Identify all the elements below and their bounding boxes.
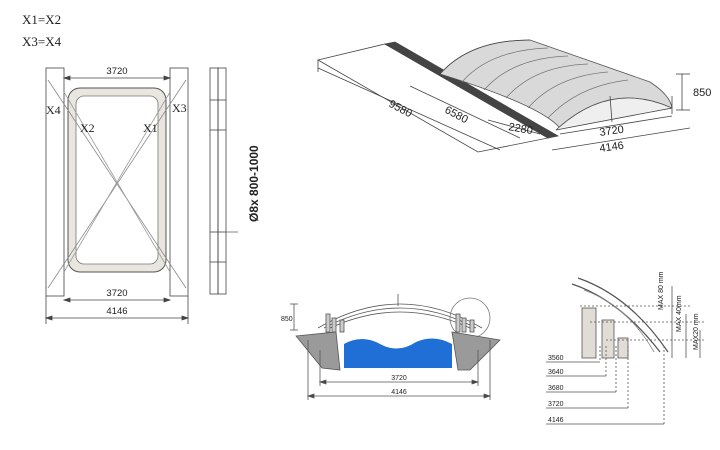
- cross-section: [290, 294, 501, 400]
- detail-rail-3: [617, 337, 629, 359]
- label-x1: X1: [143, 121, 158, 135]
- equation-x3-x4: X3=X4: [22, 34, 62, 49]
- diagonal-x3: [47, 79, 187, 289]
- left-rail: [45, 67, 65, 297]
- pool-outline-inner: [75, 95, 159, 265]
- detail-max-80: MAX 80 mm: [658, 271, 665, 310]
- section-height: 850: [281, 316, 293, 323]
- isometric-view: [316, 39, 691, 153]
- plan-overall-width: 4146: [106, 306, 127, 317]
- iso-rail: [383, 41, 560, 139]
- detail-rail-2: [601, 319, 615, 359]
- iso-short-length: 2280: [507, 121, 533, 137]
- section-outer-width: 4146: [391, 389, 407, 396]
- iso-dim-6580: [409, 85, 521, 139]
- iso-dim-3720: [559, 115, 673, 135]
- detail-roof-curve-2: [577, 277, 669, 353]
- right-rail: [169, 67, 189, 297]
- iso-front-arch: [555, 97, 673, 131]
- section-inner-width: 3720: [391, 375, 407, 382]
- detail-row-4: 4146: [548, 417, 564, 424]
- equation-x1-x2: X1=X2: [22, 12, 62, 27]
- section-ground-left: [295, 331, 341, 371]
- detail-rail-1: [581, 307, 597, 359]
- iso-dim-2280: [487, 119, 541, 135]
- plan-view: [44, 67, 238, 324]
- side-rail-elevation: [209, 67, 219, 295]
- iso-dim-4146: [551, 127, 691, 151]
- label-x3: X3: [172, 101, 187, 115]
- plan-bottom-width: 3720: [106, 288, 127, 299]
- detail-max-40: MAX 40mm: [676, 295, 683, 332]
- diagonal-x1: [63, 91, 171, 273]
- iso-height: 850: [693, 87, 711, 99]
- anchor-label: Ø8x 800-1000: [247, 145, 261, 222]
- section-ground-right: [451, 331, 501, 371]
- rail-detail: [546, 277, 704, 425]
- section-water: [344, 338, 452, 368]
- detail-row-1: 3640: [548, 369, 564, 376]
- iso-inner-width: 3720: [599, 124, 625, 139]
- detail-row-2: 3680: [548, 385, 564, 392]
- label-x2: X2: [80, 121, 95, 135]
- detail-row-0: 3560: [548, 355, 564, 362]
- detail-row-3: 3720: [548, 401, 564, 408]
- label-x4: X4: [46, 103, 61, 117]
- detail-max-20: MAX20 mm: [693, 313, 700, 350]
- iso-outer-width: 4146: [599, 140, 625, 155]
- iso-dim-9580: [317, 67, 501, 151]
- plan-top-width: 3720: [106, 66, 127, 77]
